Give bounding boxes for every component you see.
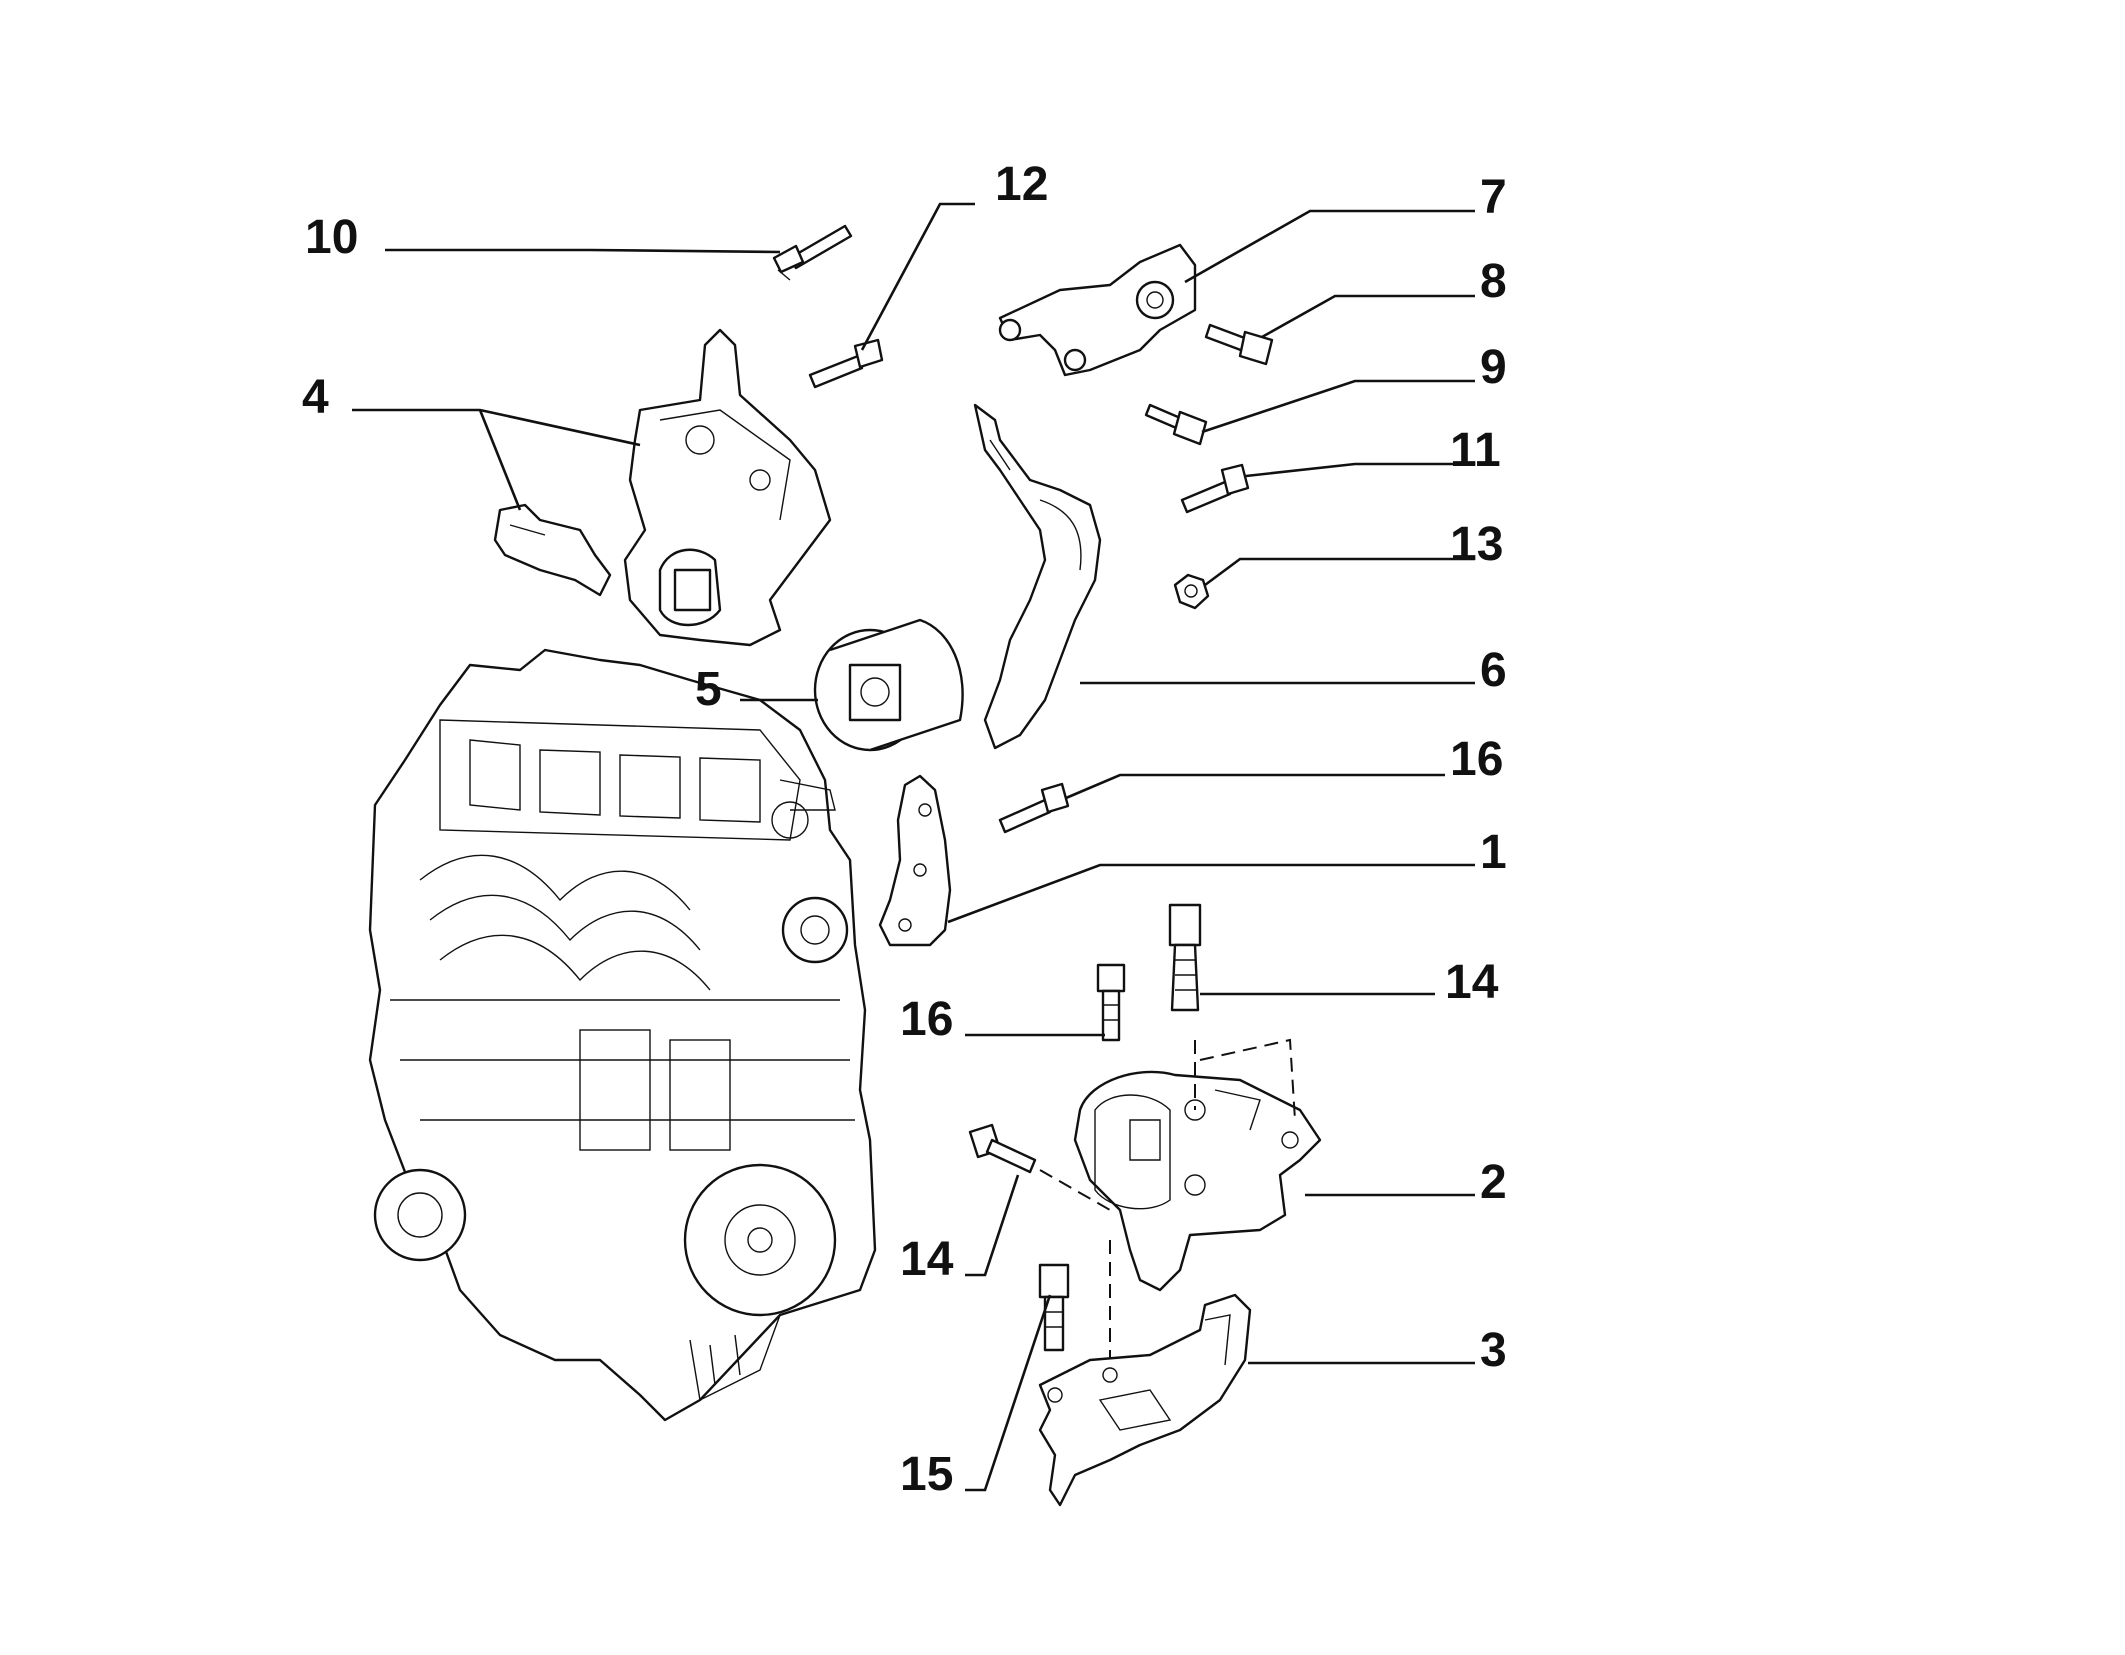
- callout-10: 10: [305, 211, 358, 264]
- part-10-stud: [772, 224, 853, 281]
- part-9-bolt: [1144, 403, 1208, 446]
- callout-5: 5: [695, 663, 722, 716]
- part-2-main-mount: [1073, 1070, 1322, 1292]
- part-7-torque-rod: [998, 243, 1197, 377]
- part-15-bolt: [1038, 1263, 1070, 1352]
- alignment-line: [1039, 1169, 1111, 1211]
- part-4-upper-bracket: [493, 328, 832, 647]
- part-14-bolt-lower: [968, 1123, 1037, 1174]
- callout-labels: 10 12 7 8 4 9 11 13 5 6 16 1 14 16 2 14 …: [302, 158, 1507, 1501]
- callout-12: 12: [995, 158, 1048, 211]
- callout-8: 8: [1480, 255, 1507, 308]
- leader-lines: [352, 202, 1475, 1492]
- callout-14-lower: 14: [900, 1233, 954, 1286]
- callout-14-upper: 14: [1445, 956, 1499, 1009]
- part-6-shield: [973, 403, 1102, 750]
- part-8-bolt: [1204, 323, 1274, 366]
- callout-16-upper: 16: [1450, 733, 1503, 786]
- part-12-bolt: [808, 338, 884, 389]
- callout-13: 13: [1450, 518, 1503, 571]
- part-16-bolt-upper: [998, 782, 1070, 834]
- callout-1: 1: [1480, 826, 1507, 879]
- part-14-bolt-upper: [1168, 903, 1202, 1012]
- part-1-small-bracket: [878, 774, 952, 947]
- part-5-bush: [813, 618, 964, 752]
- callout-7: 7: [1480, 171, 1507, 224]
- engine-block: [368, 648, 877, 1422]
- callout-3: 3: [1480, 1324, 1507, 1377]
- callout-6: 6: [1480, 644, 1507, 697]
- callout-2: 2: [1480, 1156, 1507, 1209]
- callout-9: 9: [1480, 341, 1507, 394]
- part-3-lower-bracket: [1038, 1293, 1252, 1507]
- callout-11: 11: [1450, 424, 1501, 477]
- callout-4: 4: [302, 371, 329, 424]
- part-13-nut: [1173, 573, 1210, 610]
- part-16-bolt-lower: [1096, 963, 1126, 1042]
- callout-16-lower: 16: [900, 993, 953, 1046]
- alignment-line: [1199, 1038, 1296, 1121]
- callout-15: 15: [900, 1448, 953, 1501]
- part-11-bolt: [1180, 463, 1250, 514]
